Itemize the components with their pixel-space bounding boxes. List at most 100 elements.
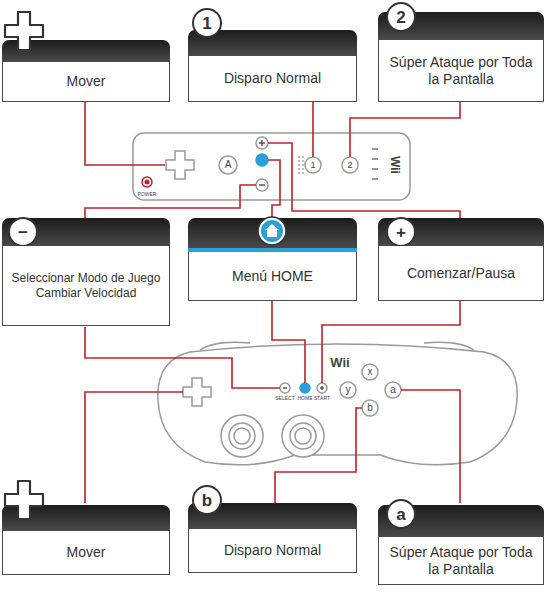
part-label: SELECT [275, 396, 294, 401]
button-symbol: − [18, 224, 28, 241]
part-label: HOME [298, 396, 313, 401]
leader-line [350, 102, 460, 157]
callout-text: Menú HOME [232, 268, 313, 285]
home-disc [261, 220, 283, 242]
callout-text: Seleccionar Modo de Juego Cambiar Veloci… [9, 271, 163, 300]
callout-box: Menú HOME [188, 218, 357, 301]
part-label: POWER [138, 192, 157, 197]
player-leds [372, 148, 378, 180]
callout-box: 1Disparo Normal [188, 30, 357, 102]
dpad-shape [5, 12, 43, 50]
speaker-holes [298, 156, 304, 174]
callout-body: Disparo Normal [188, 56, 357, 102]
part-label: x [368, 367, 373, 377]
icon-badge [257, 216, 287, 246]
power-button [142, 177, 152, 187]
icon-badge: 2 [386, 2, 416, 32]
leader-line [85, 185, 256, 218]
left-stick-top [229, 423, 255, 449]
button-symbol: 1 [202, 15, 211, 32]
leader-line [401, 390, 460, 503]
callout-body: Mover [2, 531, 170, 575]
right-stick-top [290, 423, 316, 449]
callout-body: Súper Ataque por Toda la Pantalla [378, 40, 544, 102]
leader-line [275, 408, 362, 503]
callout-body: Súper Ataque por Toda la Pantalla [378, 537, 544, 585]
callout-box: 2Súper Ataque por Toda la Pantalla [378, 12, 544, 102]
leader-line [312, 102, 314, 157]
callout-text: Disparo Normal [224, 70, 321, 87]
start-sign [320, 386, 324, 390]
callout-text: Súper Ataque por Toda la Pantalla [385, 54, 537, 88]
leader-line [85, 392, 183, 503]
leader-line [85, 102, 165, 165]
button-symbol: b [202, 492, 212, 509]
right-stick-cap [295, 428, 311, 444]
b-button [362, 400, 378, 416]
minus-button [256, 179, 268, 191]
start-button [317, 383, 327, 393]
leader-line [322, 301, 460, 383]
part-label: 2 [347, 161, 352, 170]
leader-line [85, 327, 280, 388]
part-label: y [346, 385, 351, 395]
minus-sign [259, 184, 265, 186]
callout-box: aSúper Ataque por Toda la Pantalla [378, 505, 544, 585]
part-label: Wii [389, 156, 401, 174]
leader-line [268, 160, 280, 218]
leader-line [268, 143, 460, 218]
icon-badge: b [192, 485, 222, 515]
dpad-icon [3, 479, 45, 521]
part-label: 1 [310, 161, 315, 170]
y-button [340, 382, 356, 398]
leader-line [272, 301, 305, 383]
one-button [305, 157, 321, 173]
controller-body [158, 344, 517, 465]
part-label: Wii [330, 356, 349, 369]
callout-body: Mover [2, 62, 170, 102]
callout-box: bDisparo Normal [188, 503, 357, 573]
callout-box: Mover [2, 40, 170, 102]
part-label: b [367, 403, 373, 413]
icon-badge: 1 [192, 8, 222, 38]
classic-controller [158, 342, 517, 464]
plus-button [256, 137, 268, 149]
select-button [280, 383, 290, 393]
icon-badge [3, 10, 45, 52]
callout-box: + Comenzar/Pausa [378, 218, 544, 301]
part-label: START [314, 396, 330, 401]
callout-body: Disparo Normal [188, 529, 357, 573]
callout-body: Seleccionar Modo de Juego Cambiar Veloci… [2, 246, 170, 326]
icon-badge [3, 479, 45, 521]
callout-box: Mover [2, 505, 170, 575]
callout-text: Súper Ataque por Toda la Pantalla [385, 544, 537, 578]
home-ring [258, 217, 286, 245]
controller-dpad [183, 378, 211, 406]
part-label: A [225, 160, 232, 170]
two-button [342, 157, 358, 173]
button-symbol: + [396, 224, 406, 241]
callout-text: Disparo Normal [224, 542, 321, 559]
right-stick [282, 415, 324, 457]
callout-box: − Seleccionar Modo de Juego Cambiar Veloc… [2, 218, 170, 326]
icon-badge: − [8, 217, 38, 247]
callout-text: Mover [67, 544, 106, 561]
left-stick [221, 415, 263, 457]
callout-body: Menú HOME [188, 252, 357, 301]
house-shape [265, 224, 279, 237]
callout-text: Mover [67, 73, 106, 90]
a-button [219, 156, 237, 174]
x-button [362, 364, 378, 380]
left-stick-cap [234, 428, 250, 444]
home-button [300, 383, 310, 393]
callout-text: Comenzar/Pausa [407, 265, 515, 282]
button-symbol: 2 [396, 9, 405, 26]
callout-body: Comenzar/Pausa [378, 246, 544, 301]
select-sign [283, 387, 287, 389]
power-dot [145, 180, 150, 185]
icon-badge: + [386, 217, 416, 247]
home-icon [257, 216, 287, 246]
plus-sign [259, 140, 265, 146]
dpad-icon [3, 10, 45, 52]
a-button [385, 382, 401, 398]
